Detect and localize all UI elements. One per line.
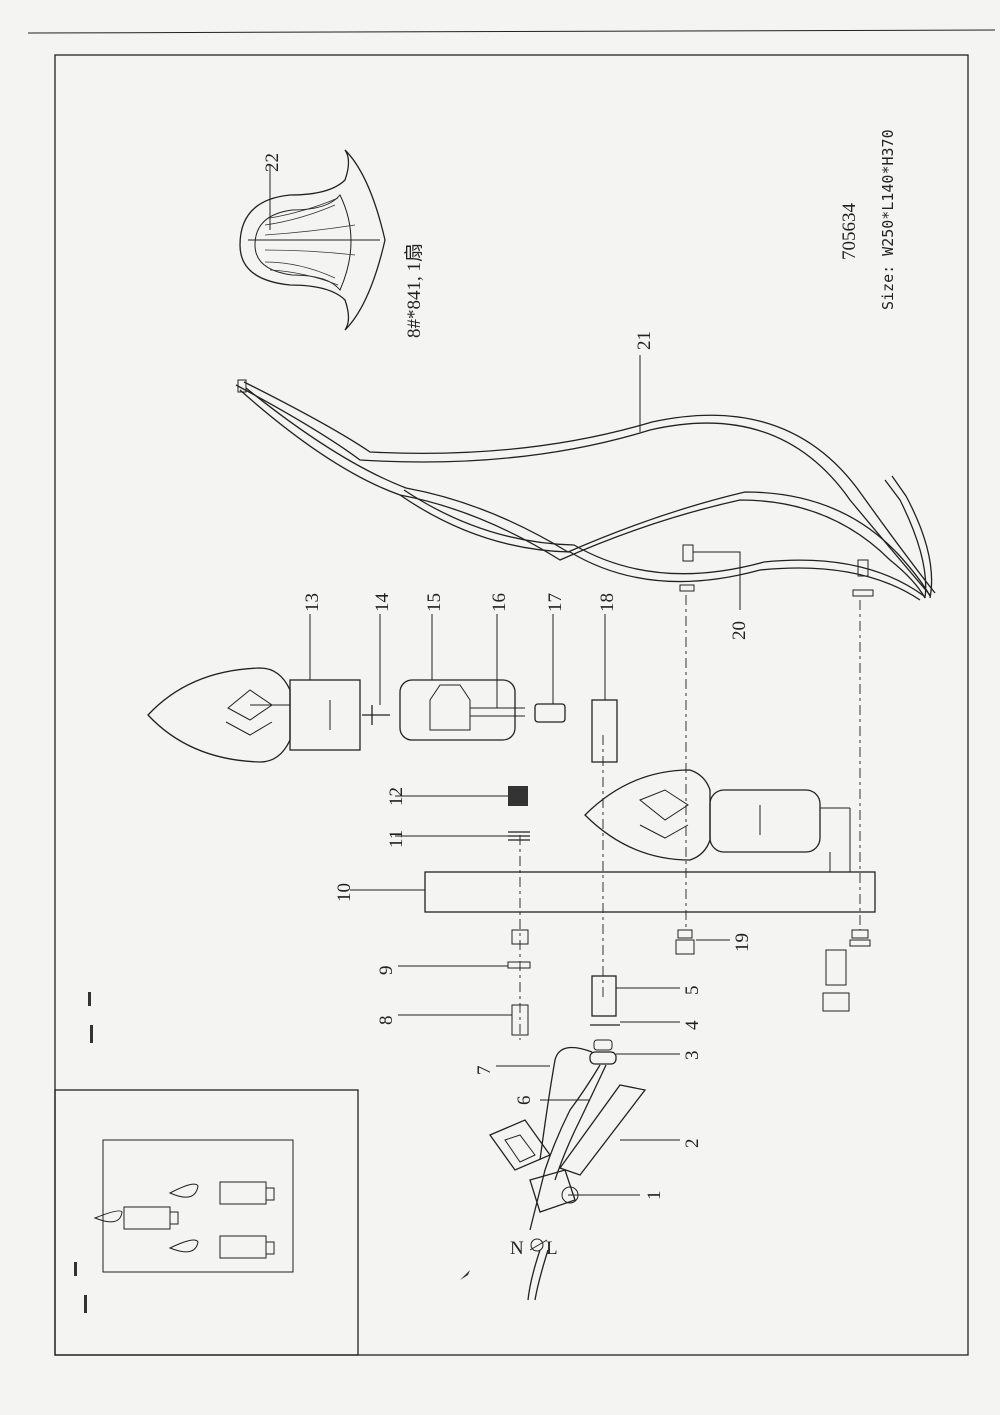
- callout-4: 4: [682, 1020, 703, 1030]
- callout-1: 1: [644, 1191, 665, 1201]
- callout-14: 14: [372, 593, 393, 613]
- callout-21: 21: [634, 331, 655, 350]
- candle-bulb-13: [147, 667, 361, 763]
- size-spec: Size: W250*L140*H370: [879, 129, 897, 310]
- callout-16: 16: [489, 593, 510, 612]
- callout-6: 6: [514, 1096, 535, 1106]
- callout-7: 7: [474, 1066, 495, 1076]
- washer-11: [508, 831, 530, 841]
- callout-5: 5: [682, 986, 703, 996]
- callout-10: 10: [334, 883, 355, 902]
- backplate-10: [424, 871, 876, 913]
- callout-12: 12: [386, 787, 407, 806]
- crystal-note: 8#*841, 1扇: [403, 243, 425, 338]
- drawing-border: [54, 54, 969, 1356]
- socket-15: [399, 679, 525, 741]
- callouts: 22 21 13 14 15 16 17 18 20 12 11 10 9 8 …: [262, 153, 753, 1200]
- connector-17: [534, 703, 566, 723]
- leader-lines: [269, 176, 730, 1196]
- scan-top-edge: [27, 29, 996, 34]
- screw-14: [362, 705, 390, 725]
- small-parts: [507, 929, 871, 1036]
- callout-8: 8: [376, 1016, 397, 1026]
- nut-12: [508, 786, 528, 806]
- live-label: L: [546, 1238, 558, 1259]
- tube-nut-20: [682, 544, 869, 610]
- callout-20: 20: [729, 621, 750, 640]
- curved-arms-21: [235, 379, 936, 601]
- inset-overview: [54, 1089, 359, 1356]
- sleeve-18: [591, 699, 618, 763]
- mounted-lamp: [584, 769, 851, 872]
- callout-18: 18: [597, 593, 618, 612]
- callout-17: 17: [545, 593, 566, 612]
- callout-13: 13: [302, 593, 323, 612]
- scan-marks: [74, 992, 470, 1313]
- neutral-label: N: [510, 1238, 524, 1259]
- wiring-assembly: [489, 1039, 647, 1301]
- callout-11: 11: [386, 830, 407, 848]
- callout-19: 19: [732, 933, 753, 952]
- callout-9: 9: [376, 966, 397, 976]
- callout-2: 2: [682, 1139, 703, 1149]
- model-number: 705634: [839, 203, 860, 261]
- crystal-leaf-22: [239, 149, 386, 331]
- callout-15: 15: [424, 593, 445, 612]
- callout-3: 3: [682, 1051, 703, 1061]
- callout-22: 22: [262, 153, 283, 172]
